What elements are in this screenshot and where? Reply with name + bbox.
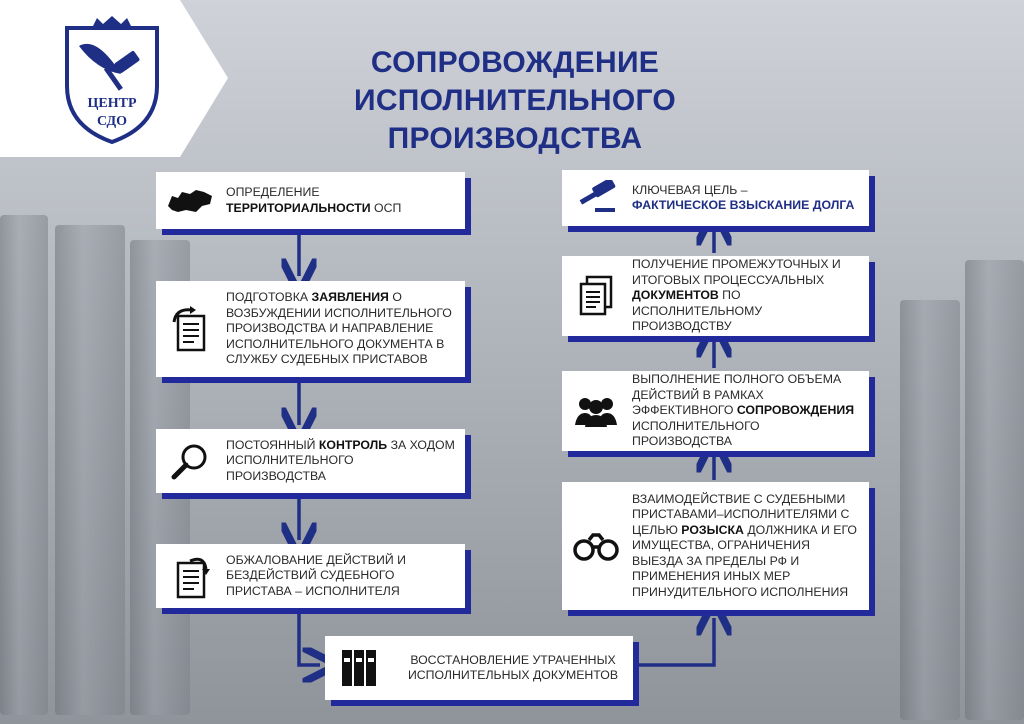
- logo-shield-icon: [65, 16, 159, 145]
- binders-icon: [335, 644, 383, 692]
- page-title: СОПРОВОЖДЕНИЕ ИСПОЛНИТЕЛЬНОГО ПРОИЗВОДСТ…: [280, 44, 750, 158]
- logo-text-line1: ЦЕНТР: [87, 96, 137, 111]
- logo-text-line2: СДО: [97, 114, 127, 129]
- background-book: [900, 300, 960, 720]
- restore-documents-text: ВОССТАНОВЛЕНИЕ УТРАЧЕННЫХ ИСПОЛНИТЕЛЬНЫХ…: [407, 652, 619, 683]
- step-documents: ПОЛУЧЕНИЕ ПРОМЕЖУТОЧНЫХ И ИТОГОВЫХ ПРОЦЕ…: [562, 256, 869, 336]
- magnifier-icon: [166, 437, 214, 485]
- step-key-goal: КЛЮЧЕВАЯ ЦЕЛЬ –ФАКТИЧЕСКОЕ ВЗЫСКАНИЕ ДОЛ…: [562, 170, 869, 226]
- arrow-left-bottom: [297, 610, 320, 665]
- step-application: ПОДГОТОВКА ЗАЯВЛЕНИЯ О ВОЗБУЖДЕНИИ ИСПОЛ…: [156, 281, 465, 377]
- binoculars-icon: [572, 522, 620, 570]
- background-book: [55, 225, 125, 715]
- gavel-icon: [572, 174, 620, 222]
- step-restore-documents: ВОССТАНОВЛЕНИЕ УТРАЧЕННЫХ ИСПОЛНИТЕЛЬНЫХ…: [325, 636, 633, 700]
- russia-map-icon: [166, 177, 214, 225]
- step-control: ПОСТОЯННЫЙ КОНТРОЛЬ ЗА ХОДОМ ИСПОЛНИТЕЛЬ…: [156, 429, 465, 493]
- step-appeal: ОБЖАЛОВАНИЕ ДЕЙСТВИЙ И БЕЗДЕЙСТВИЙ СУДЕБ…: [156, 544, 465, 608]
- background-book: [0, 215, 48, 715]
- people-icon: [572, 387, 620, 435]
- logo-panel: ЦЕНТР СДО: [0, 0, 228, 157]
- document-arrow-icon: [166, 305, 214, 353]
- step-support: ВЫПОЛНЕНИЕ ПОЛНОГО ОБЪЕМА ДЕЙСТВИЙ В РАМ…: [562, 371, 869, 451]
- background-book: [965, 260, 1024, 720]
- title-line2: ИСПОЛНИТЕЛЬНОГО ПРОИЗВОДСТВА: [353, 84, 677, 155]
- document-arrow-icon: [166, 552, 214, 600]
- title-line1: СОПРОВОЖДЕНИЕ: [370, 46, 660, 79]
- documents-icon: [572, 272, 620, 320]
- step-search: ВЗАИМОДЕЙСТВИЕ С СУДЕБНЫМИ ПРИСТАВАМИ–ИС…: [562, 482, 869, 610]
- arrow-bottom-right: [636, 618, 714, 667]
